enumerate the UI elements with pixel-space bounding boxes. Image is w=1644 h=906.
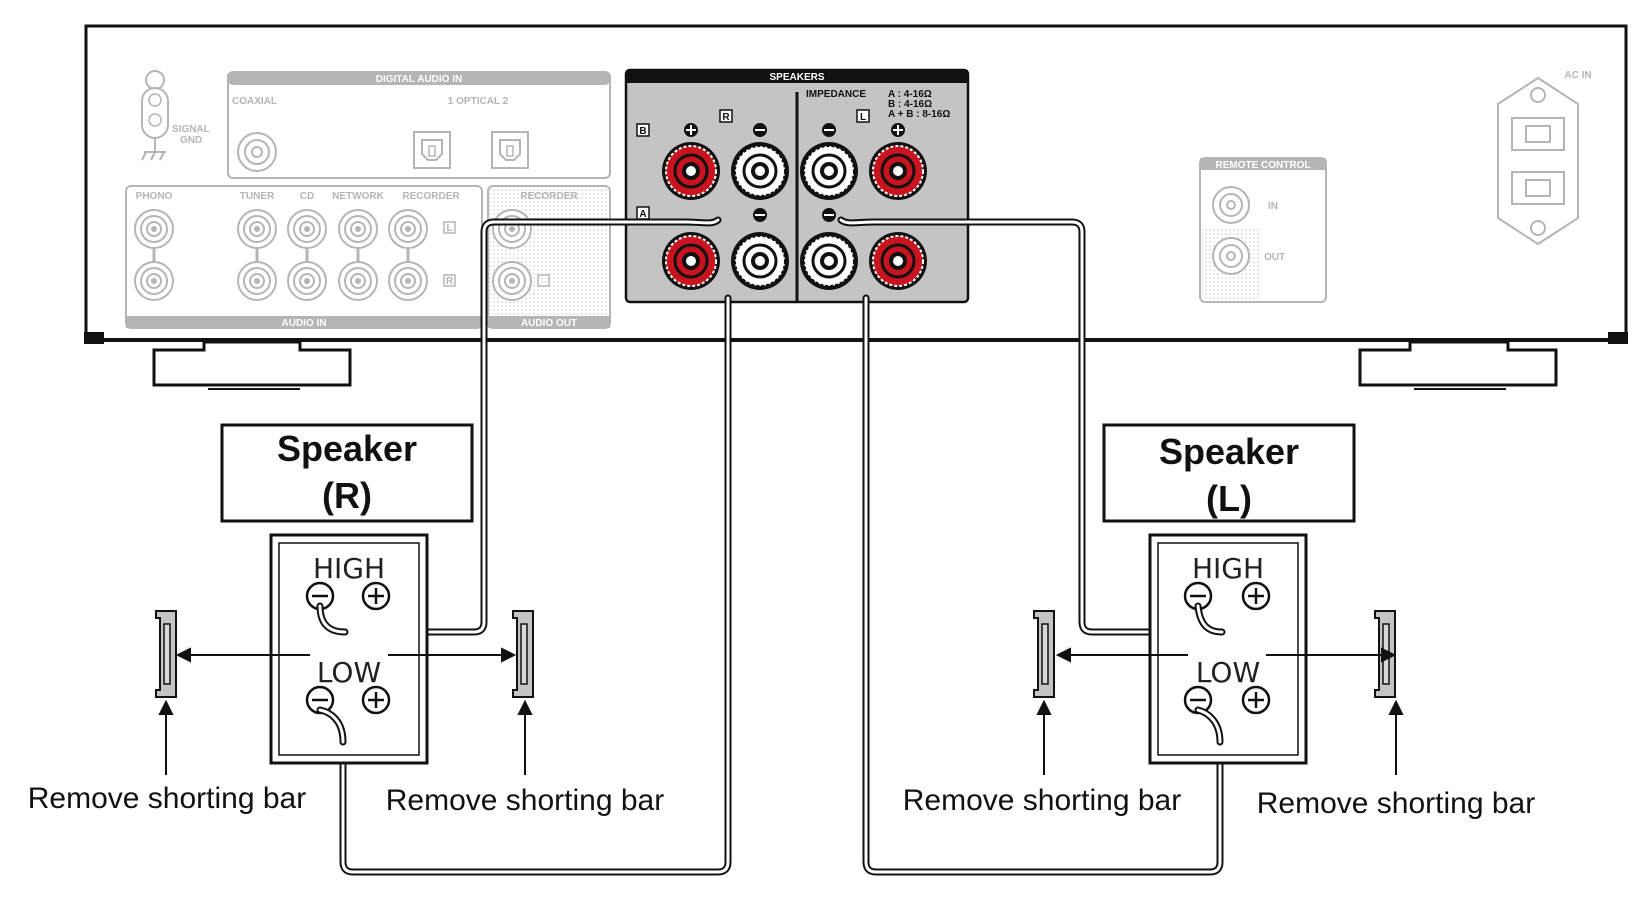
shorting-bar bbox=[155, 610, 177, 698]
coaxial-label: COAXIAL bbox=[232, 96, 277, 107]
recorder-in-label: RECORDER bbox=[402, 191, 460, 202]
channel-r-label: R bbox=[446, 276, 454, 287]
gnd-label: GND bbox=[180, 135, 202, 146]
speaker-l-channel: (L) bbox=[1206, 478, 1252, 519]
plus-icon bbox=[361, 685, 391, 715]
binding-post-plus-a bbox=[869, 232, 927, 290]
remote-in-jack bbox=[1212, 186, 1250, 224]
recorder-out-label: RECORDER bbox=[520, 191, 578, 202]
speaker-l: Speaker (L) HIGH LOW bbox=[1102, 423, 1356, 765]
minus-icon bbox=[753, 208, 767, 222]
cd-label: CD bbox=[300, 191, 314, 202]
phono-label: PHONO bbox=[136, 191, 173, 202]
foot-left bbox=[152, 340, 352, 390]
tuner-label: TUNER bbox=[240, 191, 275, 202]
plus-icon bbox=[1241, 685, 1271, 715]
shorting-bar-removal: Remove shorting bar Remove shorting bar … bbox=[28, 610, 1535, 820]
rca-out-jack-l bbox=[492, 209, 532, 249]
remove-shorting-bar-caption-1: Remove shorting bar bbox=[28, 782, 306, 815]
speaker-r: Speaker (R) HIGH LOW bbox=[220, 423, 474, 765]
speaker-input-terminals bbox=[305, 581, 1271, 715]
rca-out-jack-r bbox=[492, 261, 532, 301]
foot-right bbox=[1358, 340, 1558, 390]
speaker-r-channel: (R) bbox=[322, 475, 372, 516]
remote-out-label: OUT bbox=[1264, 252, 1285, 263]
remote-control-section: REMOTE CONTROL IN OUT bbox=[1199, 157, 1327, 303]
optical-label: 1 OPTICAL 2 bbox=[448, 96, 509, 107]
speaker-l-low-label: LOW bbox=[1196, 656, 1260, 689]
remove-shorting-bar-caption-3: Remove shorting bar bbox=[903, 784, 1181, 817]
optical-jack-2 bbox=[491, 131, 529, 169]
network-label: NETWORK bbox=[332, 191, 384, 202]
optical-jack-1 bbox=[413, 131, 451, 169]
speaker-a-label: A bbox=[639, 209, 646, 220]
audio-out-label: AUDIO OUT bbox=[521, 318, 577, 329]
speaker-terminals: SPEAKERS IMPEDANCE A : 4-16Ω B : 4-16Ω A… bbox=[624, 68, 970, 304]
rca-jack-r bbox=[237, 261, 277, 301]
speaker-l-title: Speaker bbox=[1159, 431, 1299, 472]
digital-audio-in-label: DIGITAL AUDIO IN bbox=[376, 74, 462, 85]
rca-jack-l bbox=[134, 209, 174, 249]
rca-jack-l bbox=[237, 209, 277, 249]
minus-icon bbox=[305, 581, 335, 611]
plus-icon bbox=[361, 581, 391, 611]
rca-jack-r bbox=[338, 261, 378, 301]
impedance-b: B : 4-16Ω bbox=[888, 99, 932, 110]
binding-posts bbox=[662, 142, 927, 290]
impedance-label: IMPEDANCE bbox=[806, 89, 866, 100]
rca-jack-r bbox=[388, 261, 428, 301]
remote-out-jack bbox=[1212, 237, 1250, 275]
speaker-l-high-label: HIGH bbox=[1192, 552, 1264, 585]
remove-shorting-bar-caption-4: Remove shorting bar bbox=[1257, 787, 1535, 820]
shorting-bar bbox=[1033, 610, 1055, 698]
ac-inlet: AC IN bbox=[1497, 70, 1592, 246]
plus-icon bbox=[891, 123, 905, 137]
speaker-b-label: B bbox=[639, 126, 646, 137]
shorting-bar bbox=[512, 610, 534, 698]
rca-jack-l bbox=[287, 209, 327, 249]
terminal-l-label: L bbox=[860, 112, 866, 123]
remove-shorting-bar-caption-2: Remove shorting bar bbox=[386, 784, 664, 817]
binding-post-minus-b bbox=[731, 142, 789, 200]
plus-icon bbox=[684, 123, 698, 137]
coaxial-jack bbox=[237, 132, 277, 172]
rca-jack-l bbox=[338, 209, 378, 249]
binding-post-plus-b bbox=[869, 142, 927, 200]
binding-post-plus-b bbox=[662, 142, 720, 200]
signal-gnd-terminal: SIGNAL GND bbox=[141, 70, 210, 161]
speaker-r-title: Speaker bbox=[277, 428, 417, 469]
minus-icon bbox=[822, 123, 836, 137]
amplifier-rear-panel bbox=[84, 24, 1628, 344]
rca-jacks-in bbox=[134, 209, 428, 301]
speakers-label: SPEAKERS bbox=[769, 72, 824, 83]
audio-out-section: AUDIO OUT RECORDER bbox=[487, 185, 611, 329]
rca-jack-r bbox=[134, 261, 174, 301]
impedance-a: A : 4-16Ω bbox=[888, 89, 932, 100]
plus-icon bbox=[1241, 581, 1271, 611]
remote-in-label: IN bbox=[1268, 201, 1278, 212]
audio-in-label: AUDIO IN bbox=[282, 318, 327, 329]
terminal-r-label: R bbox=[722, 112, 730, 123]
channel-l-label: L bbox=[446, 223, 452, 234]
binding-post-minus-a bbox=[731, 232, 789, 290]
ac-in-label: AC IN bbox=[1564, 70, 1591, 81]
digital-audio-in-section: DIGITAL AUDIO IN COAXIAL 1 OPTICAL 2 bbox=[227, 71, 611, 179]
speaker-cables bbox=[339, 216, 1226, 876]
minus-icon bbox=[822, 208, 836, 222]
speaker-r-low-label: LOW bbox=[317, 656, 381, 689]
speaker-r-high-label: HIGH bbox=[313, 552, 385, 585]
remote-control-label: REMOTE CONTROL bbox=[1216, 160, 1311, 171]
binding-post-plus-a bbox=[662, 232, 720, 290]
minus-icon bbox=[753, 123, 767, 137]
binding-post-minus-a bbox=[800, 232, 858, 290]
binding-post-minus-b bbox=[800, 142, 858, 200]
speaker-wire-ends bbox=[316, 602, 1226, 746]
impedance-ab: A + B : 8-16Ω bbox=[888, 109, 950, 120]
signal-label: SIGNAL bbox=[172, 124, 210, 135]
rca-jack-r bbox=[287, 261, 327, 301]
audio-in-section: AUDIO IN PHONO TUNER CD NETWORK RECORDER… bbox=[125, 185, 483, 329]
rca-jack-l bbox=[388, 209, 428, 249]
